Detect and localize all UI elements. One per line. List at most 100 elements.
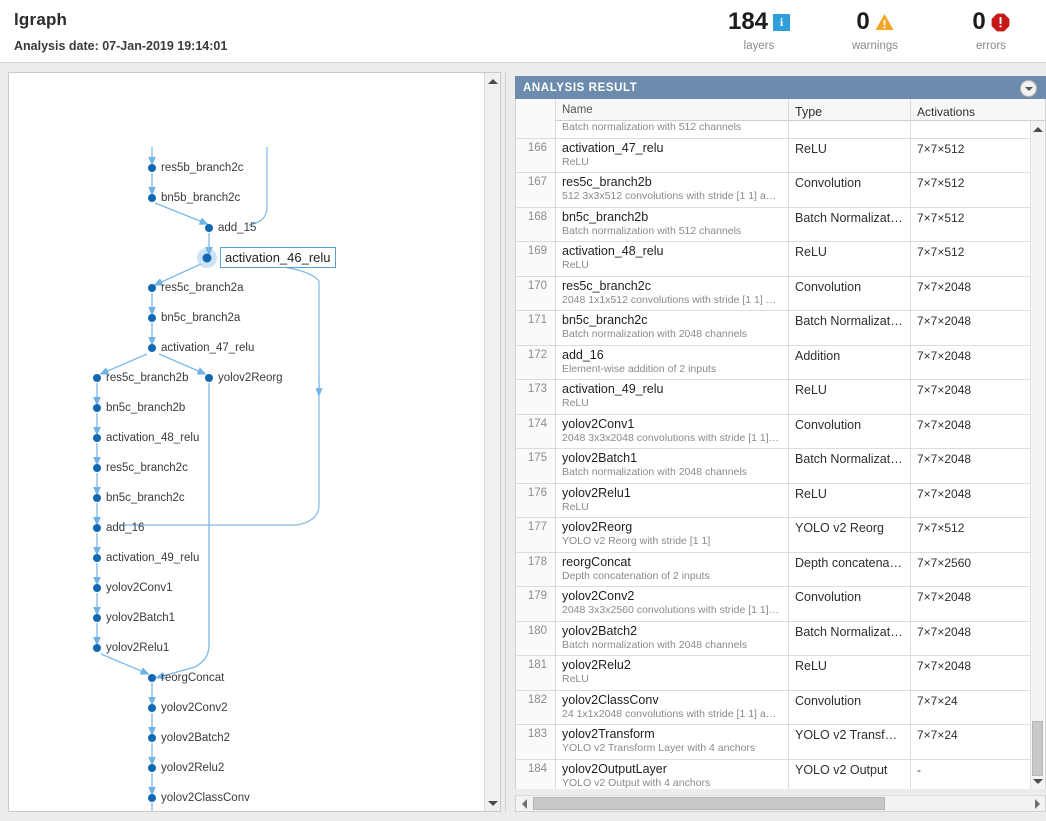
row-activations: 7×7×2048	[917, 417, 972, 432]
table-hscroll-track[interactable]	[533, 797, 1028, 810]
column-header-index[interactable]	[516, 99, 556, 121]
row-layer-description: YOLO v2 Reorg with stride [1 1]	[562, 535, 711, 547]
graph-node-bn5c_branch2a[interactable]: bn5c_branch2a	[161, 312, 241, 324]
page-title: lgraph	[14, 10, 68, 29]
row-activations: 7×7×2048	[917, 659, 972, 673]
row-activations: 7×7×2048	[917, 314, 972, 328]
row-layer-description: Element-wise addition of 2 inputs	[562, 362, 717, 375]
graph-node-yolov2Conv2[interactable]: yolov2Conv2	[161, 702, 228, 714]
table-vertical-scrollbar[interactable]	[1030, 121, 1044, 789]
table-scroll-up-icon[interactable]	[1031, 123, 1045, 135]
row-index: 183	[516, 725, 556, 759]
row-type: Convolution	[789, 276, 911, 310]
table-horizontal-scrollbar[interactable]	[515, 795, 1046, 812]
graph-node-activation_46_relu[interactable]: activation_46_relu	[220, 247, 336, 268]
row-layer-description: ReLU	[562, 500, 589, 513]
graph-node-yolov2Relu1[interactable]: yolov2Relu1	[106, 642, 170, 654]
row-layer-description: ReLU	[562, 155, 589, 168]
graph-node-res5b_branch2c[interactable]: res5b_branch2c	[161, 162, 244, 174]
row-type: YOLO v2 Reorg	[789, 518, 911, 552]
row-type: ReLU	[789, 656, 911, 690]
table-scroll-down-icon[interactable]	[1031, 775, 1045, 787]
row-layer-name: bn5c_branch2b	[562, 209, 649, 224]
graph-node-yolov2ClassConv[interactable]: yolov2ClassConv	[161, 792, 250, 804]
graph-node-yolov2Relu2[interactable]: yolov2Relu2	[161, 762, 225, 774]
graph-node-bn5c_branch2b[interactable]: bn5c_branch2b	[106, 402, 186, 414]
row-type: ReLU	[789, 380, 911, 414]
graph-node-bn5b_branch2c[interactable]: bn5b_branch2c	[161, 192, 241, 204]
table-hscroll-thumb[interactable]	[533, 797, 885, 810]
row-layer-name: yolov2Transform	[562, 727, 655, 741]
graph-node-res5c_branch2a[interactable]: res5c_branch2a	[161, 282, 244, 294]
row-index: 179	[516, 587, 556, 621]
graph-node-res5c_branch2b[interactable]: res5c_branch2b	[106, 372, 189, 384]
chevron-down-icon[interactable]	[1020, 80, 1037, 97]
graph-node-activation_49_relu[interactable]: activation_49_relu	[106, 552, 200, 564]
row-layer-description: YOLO v2 Output with 4 anchors	[562, 776, 711, 789]
graph-node-yolov2Batch1[interactable]: yolov2Batch1	[106, 612, 176, 624]
row-layer-description: Batch normalization with 512 channels	[562, 121, 742, 133]
table-scroll-right-icon[interactable]	[1029, 796, 1045, 811]
column-header-type[interactable]: Type	[789, 99, 911, 121]
row-index: 180	[516, 621, 556, 655]
graph-node-yolov2Batch2[interactable]: yolov2Batch2	[161, 732, 231, 744]
graph-node-activation_48_relu[interactable]: activation_48_relu	[106, 432, 200, 444]
graph-node-yolov2Conv1[interactable]: yolov2Conv1	[106, 582, 173, 594]
errors-count: 0	[972, 8, 986, 35]
graph-node-yolov2Reorg[interactable]: yolov2Reorg	[218, 372, 283, 384]
graph-node-reorgConcat[interactable]: reorgConcat	[161, 672, 225, 684]
row-index: 174	[516, 414, 556, 448]
graph-node-add_15[interactable]: add_15	[218, 222, 257, 234]
table-row[interactable]: 165bn5c_branch2aBatch normalization with…	[516, 121, 1032, 139]
row-layer-description: ReLU	[562, 397, 589, 409]
stat-errors: 0 errors	[954, 8, 1028, 52]
table-body-viewport[interactable]: 165bn5c_branch2aBatch normalization with…	[516, 121, 1032, 789]
graph-node-res5c_branch2c[interactable]: res5c_branch2c	[106, 462, 188, 474]
table-scroll-left-icon[interactable]	[516, 796, 532, 811]
column-header-name[interactable]: Name	[556, 99, 789, 121]
row-index: 166	[516, 138, 556, 172]
column-header-activations[interactable]: Activations	[917, 104, 976, 119]
analysis-result-table: Name Type Activations 165bn5c_branch2aBa…	[515, 99, 1046, 789]
row-layer-name: res5c_branch2c	[562, 278, 651, 293]
graph-node-bn5c_branch2c[interactable]: bn5c_branch2c	[106, 492, 185, 504]
analysis-result-title: ANALYSIS RESULT	[523, 81, 638, 94]
row-activations: 7×7×2560	[917, 555, 972, 570]
graph-vertical-scrollbar[interactable]	[484, 73, 500, 811]
table-scroll-thumb[interactable]	[1032, 721, 1043, 776]
graph-node-add_16[interactable]: add_16	[106, 522, 145, 534]
row-layer-name: yolov2Conv1	[562, 416, 635, 431]
row-activations: 7×7×512	[917, 521, 965, 535]
graph-scroll-up-icon[interactable]	[485, 73, 501, 89]
row-type: ReLU	[789, 138, 911, 172]
graph-scroll-down-icon[interactable]	[485, 795, 501, 811]
graph-node-activation_47_relu[interactable]: activation_47_relu	[161, 342, 255, 354]
